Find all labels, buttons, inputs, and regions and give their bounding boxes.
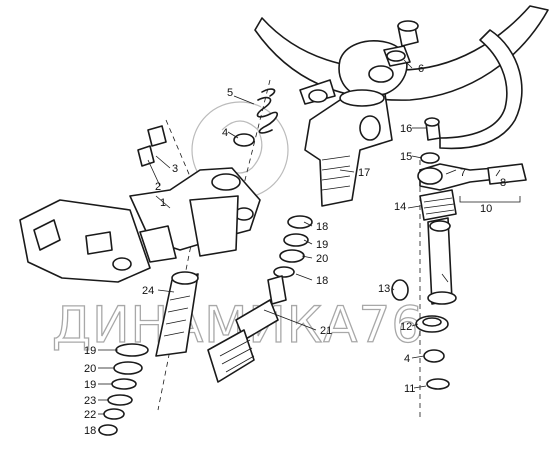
- callout-23: 23: [84, 395, 96, 407]
- callout-4-lower: 4: [404, 353, 410, 365]
- sleeve-24: [155, 271, 199, 357]
- callout-18-c: 18: [84, 425, 96, 437]
- callout-1: 1: [160, 197, 166, 209]
- spring-5: [233, 88, 278, 147]
- callout-2: 2: [155, 181, 161, 193]
- callout-11: 11: [404, 383, 415, 395]
- washer-stack-lower: [98, 343, 149, 436]
- callout-18-b: 18: [316, 275, 328, 287]
- mounting-plate: [19, 199, 177, 283]
- callout-6: 6: [418, 63, 424, 75]
- watermark-logo-swirl: [221, 120, 263, 174]
- lever-assembly-right: [417, 117, 527, 305]
- callout-13: 13: [378, 283, 390, 295]
- shaft-21: [207, 275, 287, 383]
- column-housing-17: [304, 89, 393, 207]
- callout-10-group: 10: [480, 203, 492, 215]
- callout-19-b: 19: [84, 345, 96, 357]
- callout-21: 21: [320, 325, 332, 337]
- callout-19-a: 19: [316, 239, 328, 251]
- leader-lines: [98, 59, 501, 431]
- callout-8: 8: [500, 177, 506, 189]
- callout-14: 14: [394, 201, 406, 213]
- steering-wheel: [254, 5, 549, 150]
- callout-15: 15: [400, 151, 412, 163]
- callout-7: 7: [460, 167, 466, 179]
- callout-4-upper: 4: [222, 127, 228, 139]
- callout-20-a: 20: [316, 253, 328, 265]
- callout-16: 16: [400, 123, 412, 135]
- nut-6: [383, 20, 419, 67]
- callout-24: 24: [142, 285, 154, 297]
- lower-right-parts: [391, 279, 450, 390]
- callout-12: 12: [400, 321, 412, 333]
- callout-labels: 1 2 3 4 5 6 7 8 10 11 12 13 14 15 16 17 …: [84, 63, 506, 437]
- callout-17: 17: [358, 167, 370, 179]
- callout-19-c: 19: [84, 379, 96, 391]
- bolt-2-clip-3: [137, 125, 167, 167]
- callout-20-b: 20: [84, 363, 96, 375]
- callout-22: 22: [84, 409, 96, 421]
- callout-18-a: 18: [316, 221, 328, 233]
- callout-3: 3: [172, 163, 178, 175]
- bracket-1: [129, 167, 261, 257]
- callout-5: 5: [227, 87, 233, 99]
- washer-stack-18-20: [273, 215, 313, 278]
